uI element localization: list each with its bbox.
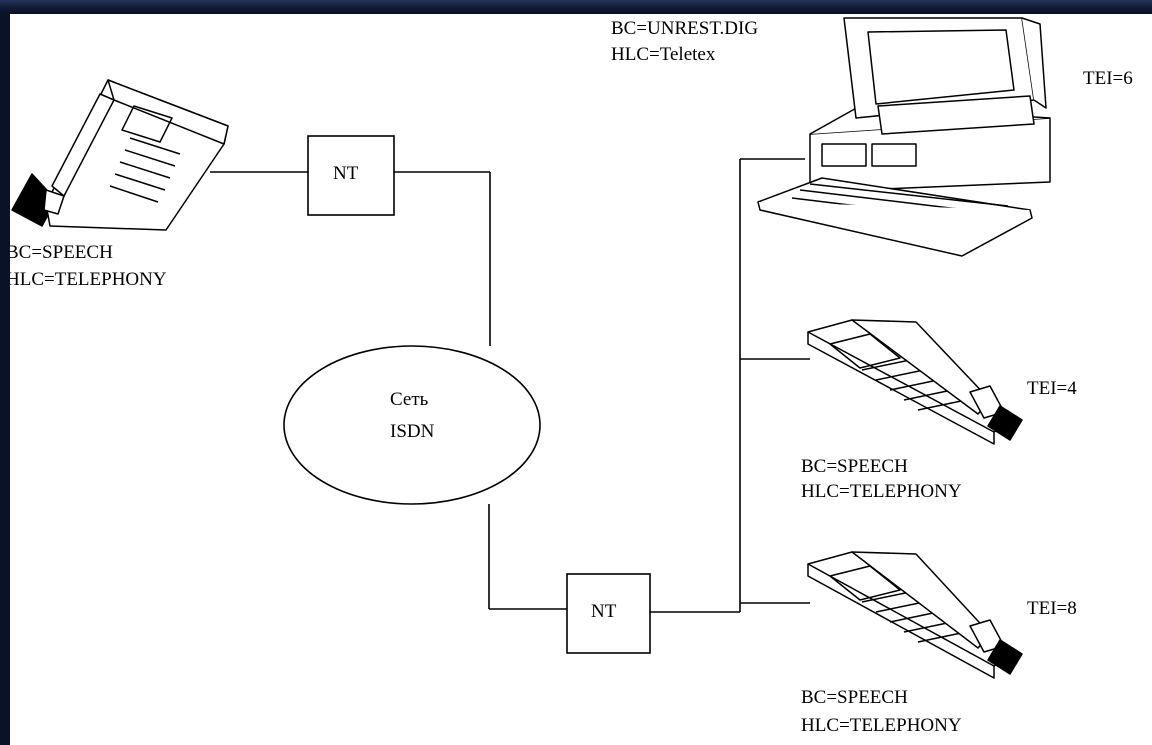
nt-top-label: NT — [333, 163, 358, 185]
nt-bottom-label: NT — [591, 601, 616, 623]
left-phone-bc: BC=SPEECH — [10, 242, 113, 264]
phone-2-bc: BC=SPEECH — [801, 456, 908, 478]
phone-3-hlc: HLC=TELEPHONY — [801, 715, 962, 737]
phone-3-bc: BC=SPEECH — [801, 687, 908, 709]
phone-3-tei: TEI=8 — [1027, 598, 1077, 620]
diagram-svg — [10, 14, 1152, 745]
telephone-icon — [808, 320, 1022, 444]
telephone-icon — [808, 552, 1022, 678]
diagram-canvas: NT NT Сеть ISDN BC=SPEECH HLC=TELEPHONY … — [10, 14, 1152, 745]
computer-hlc: HLC=Teletex — [611, 44, 715, 66]
phone-2-hlc: HLC=TELEPHONY — [801, 481, 962, 503]
computer-icon — [758, 18, 1050, 256]
computer-bc: BC=UNREST.DIG — [611, 18, 758, 40]
telephone-icon — [12, 80, 228, 230]
computer-tei: TEI=6 — [1083, 68, 1133, 90]
network-label-line2: ISDN — [390, 421, 434, 443]
left-phone-hlc: HLC=TELEPHONY — [10, 269, 167, 291]
phone-2-tei: TEI=4 — [1027, 378, 1077, 400]
network-label-line1: Сеть — [390, 389, 428, 411]
